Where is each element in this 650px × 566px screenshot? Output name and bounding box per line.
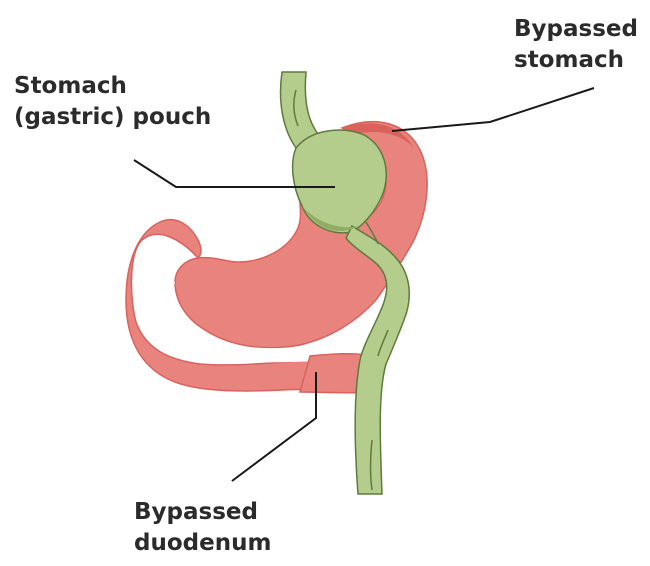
stomach-pouch-label-line1: Stomach <box>14 71 211 102</box>
bypassed-stomach-label: Bypassed stomach <box>514 14 638 76</box>
stomach-pouch-label-line2: (gastric) pouch <box>14 102 211 133</box>
bypassed-duodenum-label-line2: duodenum <box>134 528 271 559</box>
bypassed-stomach-leader-line <box>392 88 594 131</box>
bypassed-duodenum-label: Bypassed duodenum <box>134 497 271 559</box>
bypassed-duodenum-label-line1: Bypassed <box>134 497 271 528</box>
bypassed-stomach-label-line1: Bypassed <box>514 14 638 45</box>
bypassed-stomach-label-line2: stomach <box>514 45 638 76</box>
stomach-pouch-label: Stomach (gastric) pouch <box>14 71 211 133</box>
